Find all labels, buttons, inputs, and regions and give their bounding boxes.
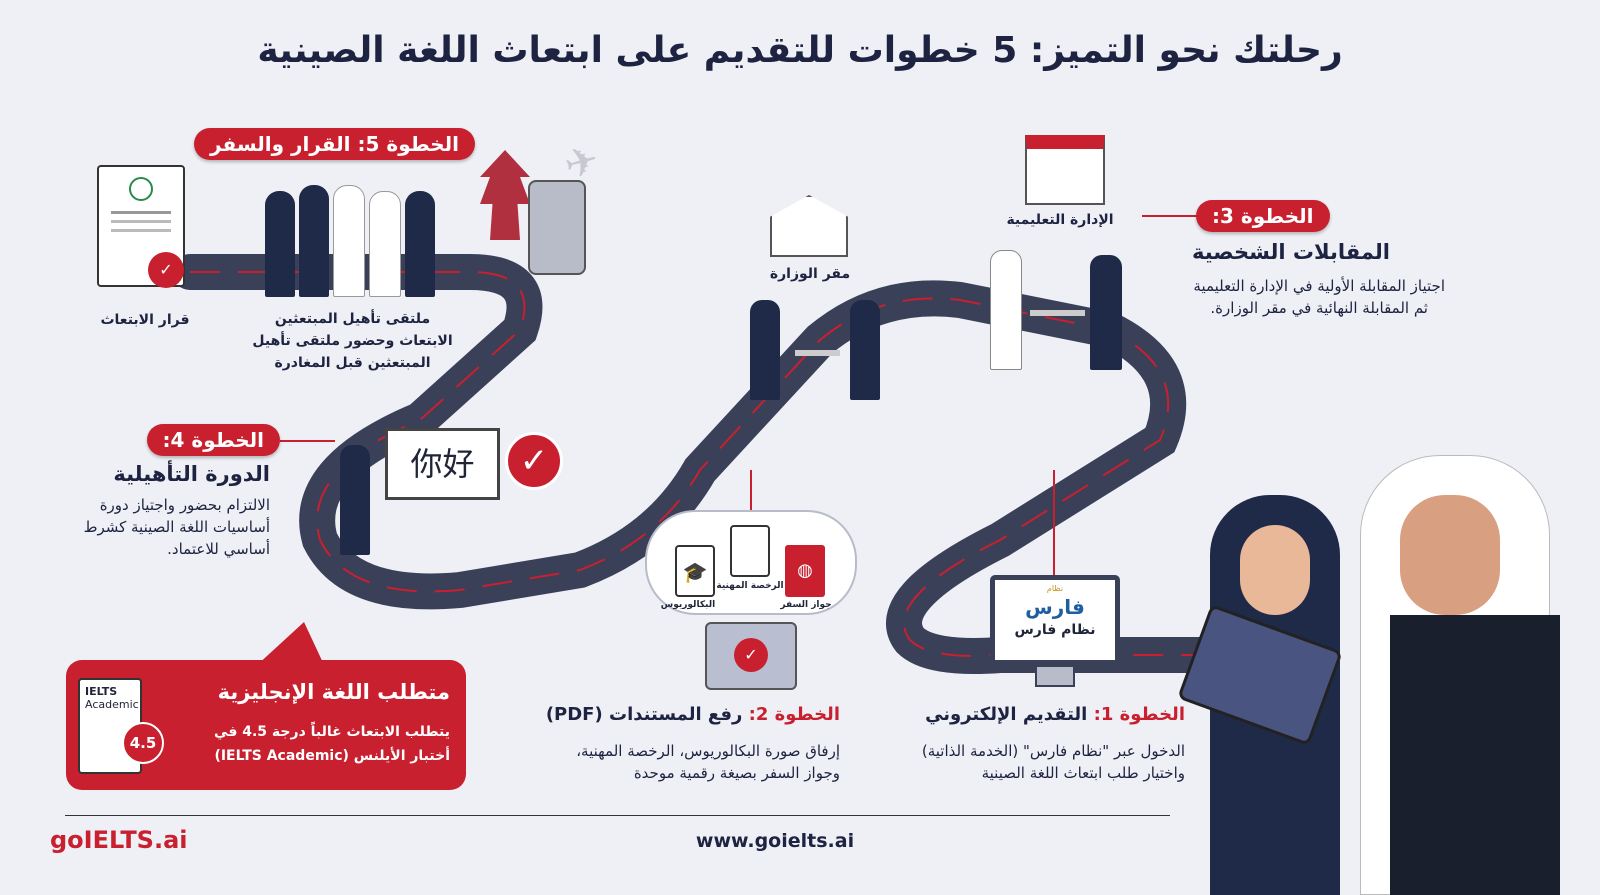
desc-line: اجتياز المقابلة الأولية في الإدارة التعل…	[1193, 277, 1445, 295]
step2-text-column: الخطوة 2: رفع المستندات (PDF) إرفاق صورة…	[515, 702, 840, 864]
license-doc-icon	[730, 525, 770, 577]
doc-label-license: الرخصة المهنية	[716, 581, 784, 591]
step4-connector	[280, 440, 335, 442]
interview-ministry-icon	[740, 300, 890, 410]
english-requirement-box: IELTS Academic 4.5 متطلب اللغة الإنجليزي…	[66, 660, 466, 790]
ielts-doc-title: IELTS	[85, 685, 118, 698]
step2-connector	[750, 470, 752, 510]
step1-text-column: الخطوة 1: التقديم الإلكتروني الدخول عبر …	[858, 702, 1185, 864]
forum-line: المبتعثين قبل المغادرة	[274, 355, 431, 371]
step3-desc: اجتياز المقابلة الأولية في الإدارة التعل…	[1193, 275, 1445, 319]
step3-badge: الخطوة 3:	[1196, 200, 1330, 232]
page-title: رحلتك نحو التميز: 5 خطوات للتقديم على اب…	[257, 30, 1343, 71]
website-link[interactable]: www.goielts.ai	[695, 830, 855, 852]
forum-caption: ملتقى تأهيل المبتعثين الابتعاث وحضور ملت…	[230, 308, 475, 374]
students-group-icon	[265, 185, 435, 297]
step3-title: المقابلات الشخصية	[1192, 240, 1390, 264]
monitor-stand	[1035, 665, 1075, 687]
english-title: متطلب اللغة الإنجليزية	[217, 680, 450, 704]
step2-title: رفع المستندات (PDF)	[545, 704, 743, 725]
desc-line: الدخول عبر "نظام فارس" (الخدمة الذاتية)	[921, 742, 1185, 760]
whiteboard: 你好	[385, 428, 500, 500]
suitcase-icon	[528, 180, 586, 275]
forum-line: ملتقى تأهيل المبتعثين	[274, 311, 431, 327]
step2-label: الخطوة 2:	[748, 704, 840, 725]
footer-divider	[65, 815, 1170, 816]
step4-desc: الالتزام بحضور واجتياز دورة أساسيات اللغ…	[84, 494, 270, 560]
faris-logo-small: نظام	[1046, 584, 1064, 593]
ielts-doc-sub: Academic	[85, 698, 139, 711]
desc-line: إرفاق صورة البكالوريوس، الرخصة المهنية،	[576, 742, 840, 760]
degree-doc-icon: 🎓	[675, 545, 715, 597]
step1-connector	[1053, 470, 1055, 575]
step1-desc: الدخول عبر "نظام فارس" (الخدمة الذاتية) …	[858, 740, 1185, 784]
step1-label: الخطوة 1:	[1093, 704, 1185, 725]
education-building-icon	[1025, 135, 1105, 205]
step1-title: التقديم الإلكتروني	[925, 704, 1088, 725]
goielts-logo: goIELTS.ai	[50, 826, 188, 854]
step2-heading: الخطوة 2: رفع المستندات (PDF)	[515, 702, 840, 728]
desc-line: أساسيات اللغة الصينية كشرط	[83, 518, 270, 536]
desc-line: وجواز السفر بصيغة رقمية موحدة	[633, 764, 840, 782]
passport-icon: ◍	[785, 545, 825, 597]
doc-label-passport: جواز السفر	[780, 600, 832, 610]
desc-line: يتطلب الابتعاث غالباً درجة 4.5 في	[214, 724, 450, 740]
desc-line: الالتزام بحضور واجتياز دورة	[99, 496, 270, 514]
decision-label: قرار الابتعاث	[100, 312, 190, 328]
seal-icon: ✓	[148, 252, 184, 288]
step3-connector	[1142, 215, 1197, 217]
desc-line: واختيار طلب ابتعاث اللغة الصينية	[981, 764, 1185, 782]
desc-line: أختبار الأيلنس (IELTS Academic)	[214, 748, 450, 764]
step4-badge: الخطوة 4:	[146, 424, 280, 456]
teacher-icon	[340, 445, 370, 555]
ministry-label: مقر الوزارة	[769, 266, 851, 282]
forum-line: الابتعاث وحضور ملتقى تأهيل	[252, 333, 453, 349]
desc-line: أساسي للاعتماد.	[167, 540, 270, 558]
score-badge: 4.5	[122, 722, 164, 764]
english-desc: يتطلب الابتعاث غالباً درجة 4.5 في أختبار…	[214, 720, 450, 768]
doc-label-degree: البكالوريوس	[660, 600, 716, 610]
faris-logo: فارس	[1025, 595, 1085, 619]
folder-check-icon: ✓	[734, 638, 768, 672]
monitor-icon: نظام فارس نظام فارس	[990, 575, 1120, 665]
desc-line: ثم المقابلة النهائية في مقر الوزارة.	[1210, 299, 1428, 317]
step4-title: الدورة التأهيلية	[113, 462, 270, 486]
folder-icon: ✓	[705, 622, 797, 690]
step2-desc: إرفاق صورة البكالوريوس، الرخصة المهنية، …	[515, 740, 840, 784]
students-with-tablet-illustration	[1177, 455, 1560, 895]
education-dept-label: الإدارة التعليمية	[1006, 212, 1114, 228]
faris-screen-text: نظام فارس	[1014, 622, 1096, 638]
check-icon: ✓	[505, 432, 563, 490]
step1-heading: الخطوة 1: التقديم الإلكتروني	[858, 702, 1185, 728]
step5-badge: الخطوة 5: القرار والسفر	[194, 128, 475, 160]
interview-education-icon	[980, 250, 1140, 380]
